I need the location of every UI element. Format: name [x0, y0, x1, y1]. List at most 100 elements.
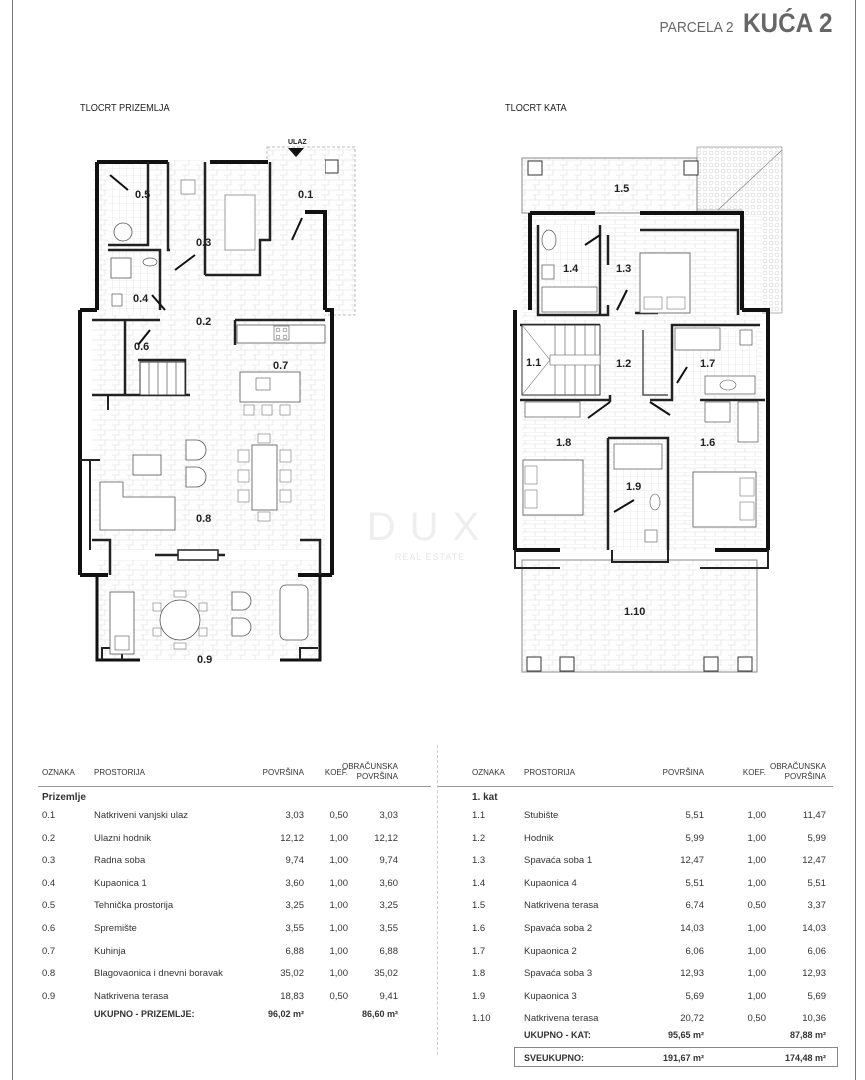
upper-floor-area-table: OZNAKA PROSTORIJA POVRŠINA KOEF. OBRAČUN… [438, 762, 857, 1072]
room-label-0.9: 0.9 [197, 654, 212, 666]
cell-room: Kupaonica 2 [524, 945, 577, 957]
cell-coef: 1,00 [747, 877, 767, 889]
grand-total-calc: 174,48 m² [784, 1053, 826, 1063]
room-label-0.8: 0.8 [196, 513, 211, 525]
cell-calc: 6,06 [807, 945, 827, 957]
entrance-label: ULAZ [288, 139, 307, 146]
floor-plans-drawing: 0.5 0.1 0.3 0.4 0.2 0.6 0.7 0.8 0.9 ULAZ [78, 139, 783, 673]
cell-calc: 3,60 [379, 877, 399, 889]
cell-coef: 1,00 [747, 945, 767, 957]
cell-room: Kupaonica 3 [524, 990, 577, 1002]
upper-plan-title: TLOCRT KATA [505, 103, 567, 114]
watermark-brand: DUX [366, 505, 494, 549]
room-label-0.2: 0.2 [196, 316, 211, 328]
col-header-calc-area: OBRAČUNSKA POVRŠINA [332, 762, 398, 782]
cell-coef: 1,00 [747, 810, 767, 821]
cell-code: 1.4 [472, 877, 486, 889]
cell-room: Blagovaonica i dnevni boravak [94, 968, 223, 980]
parcel-label: PARCELA 2 [659, 19, 734, 36]
cell-area: 5,51 [685, 810, 705, 821]
total-label: UKUPNO - PRIZEMLJE: [94, 1009, 195, 1019]
cell-coef: 0,50 [329, 990, 349, 1002]
ground-total-row: UKUPNO - PRIZEMLJE: 96,02 m² 86,60 m² [42, 1009, 427, 1023]
cell-area: 20,72 [680, 1013, 704, 1025]
cell-area: 3,60 [285, 877, 305, 889]
cell-coef: 1,00 [329, 945, 349, 957]
cell-coef: 0,50 [329, 810, 349, 821]
watermark-tagline: REAL ESTATE [394, 552, 466, 562]
cell-code: 0.7 [42, 945, 56, 957]
table-divider [437, 745, 438, 1055]
col-header-calc-area-line1: OBRAČUNSKA [341, 762, 398, 771]
cell-coef: 1,00 [329, 855, 349, 867]
page-frame-right [855, 0, 856, 1080]
cell-room: Ulazni hodnik [94, 832, 152, 844]
grand-total-row: SVEUKUPNO: 191,67 m² 174,48 m² [472, 1053, 857, 1067]
cell-code: 1.2 [472, 832, 486, 844]
room-label-1.7: 1.7 [700, 358, 715, 370]
cell-coef: 1,00 [329, 832, 349, 844]
cell-code: 0.4 [42, 877, 56, 889]
cell-code: 1.9 [472, 990, 486, 1002]
room-label-0.5: 0.5 [135, 189, 150, 201]
room-label-0.7: 0.7 [273, 360, 288, 372]
col-header-area: POVRŠINA [262, 768, 304, 777]
col-header-room: PROSTORIJA [94, 768, 145, 777]
cell-code: 0.2 [42, 832, 56, 844]
header-rule [438, 786, 833, 787]
watermark: DUX REAL ESTATE [360, 505, 500, 562]
upper-floor-plan: 1.5 1.4 1.3 1.1 1.2 1.7 1.8 1.6 1.9 1.10 [513, 146, 783, 673]
cell-calc: 9,74 [379, 855, 399, 867]
col-header-coef: KOEF. [742, 768, 766, 777]
house-title: KUĆA 2 [743, 8, 834, 38]
cell-code: 1.3 [472, 855, 486, 867]
cell-room: Spavaća soba 2 [524, 923, 593, 934]
cell-coef: 0,50 [747, 900, 767, 912]
room-label-0.3: 0.3 [196, 237, 211, 249]
cell-room: Hodnik [524, 832, 554, 844]
total-area: 95,65 m² [667, 1030, 704, 1040]
ground-floor-area-table: OZNAKA PROSTORIJA POVRŠINA KOEF. OBRAČUN… [38, 762, 431, 1062]
cell-coef: 1,00 [747, 923, 767, 934]
col-header-calc-area: OBRAČUNSKA POVRŠINA [760, 762, 826, 782]
col-header-room: PROSTORIJA [524, 768, 575, 777]
cell-area: 3,25 [285, 900, 305, 912]
cell-calc: 12,12 [374, 832, 398, 844]
col-header-area: POVRŠINA [662, 768, 704, 777]
room-label-1.6: 1.6 [700, 437, 715, 449]
cell-code: 0.1 [42, 810, 56, 821]
cell-coef: 1,00 [747, 832, 767, 844]
col-header-calc-area-line2: POVRŠINA [784, 772, 826, 781]
cell-code: 1.10 [472, 1013, 491, 1025]
cell-room: Spremište [94, 923, 137, 934]
room-label-1.3: 1.3 [616, 263, 631, 275]
cell-area: 3,03 [285, 810, 305, 821]
cell-calc: 35,02 [374, 968, 398, 980]
grand-total-box [514, 1047, 838, 1067]
cell-area: 35,02 [280, 968, 304, 980]
total-area: 96,02 m² [267, 1009, 304, 1019]
cell-room: Radna soba [94, 855, 146, 867]
cell-calc: 3,37 [807, 900, 827, 912]
cell-calc: 5,69 [807, 990, 827, 1002]
ground-plan-title: TLOCRT PRIZEMLJA [80, 103, 170, 114]
cell-code: 0.8 [42, 968, 56, 980]
cell-calc: 5,51 [807, 877, 827, 889]
cell-code: 0.5 [42, 900, 56, 912]
room-label-1.4: 1.4 [563, 263, 579, 275]
cell-coef: 0,50 [747, 1013, 767, 1025]
total-calc: 86,60 m² [361, 1009, 398, 1019]
section-label: 1. kat [472, 792, 498, 803]
room-label-1.10: 1.10 [624, 606, 645, 618]
cell-area: 9,74 [285, 855, 305, 867]
cell-area: 6,06 [685, 945, 705, 957]
